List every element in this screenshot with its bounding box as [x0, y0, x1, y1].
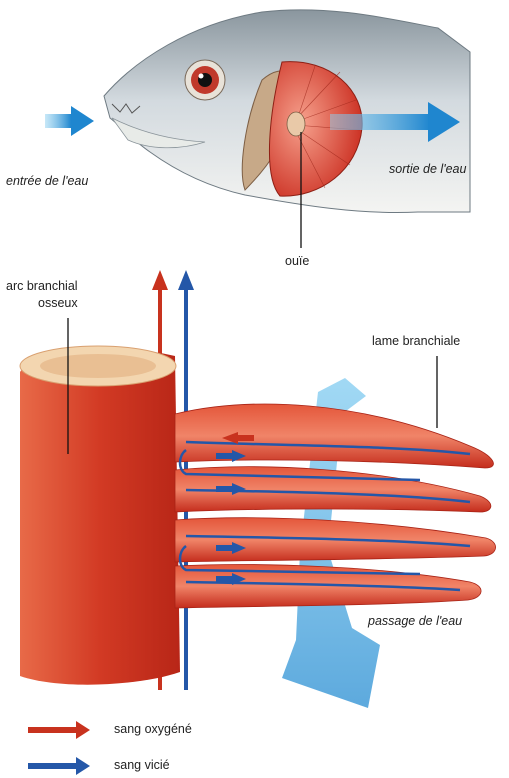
- label-gill-arch-line1: arc branchial: [6, 279, 78, 294]
- label-gill: ouïe: [285, 254, 309, 269]
- label-gill-filament: lame branchiale: [372, 334, 460, 349]
- legend-arrow-oxygenated: [28, 721, 90, 739]
- fish-head: [104, 10, 470, 213]
- label-water-passage: passage de l'eau: [368, 614, 462, 629]
- water-in-arrow: [45, 106, 94, 136]
- label-gill-arch-line2: osseux: [38, 296, 78, 311]
- legend-label-deoxygenated: sang vicié: [114, 758, 170, 773]
- gill-arch: [20, 346, 180, 685]
- label-water-in: entrée de l'eau: [6, 174, 88, 189]
- legend-arrow-deoxygenated: [28, 757, 90, 775]
- label-water-out: sortie de l'eau: [389, 162, 466, 177]
- legend-label-oxygenated: sang oxygéné: [114, 722, 192, 737]
